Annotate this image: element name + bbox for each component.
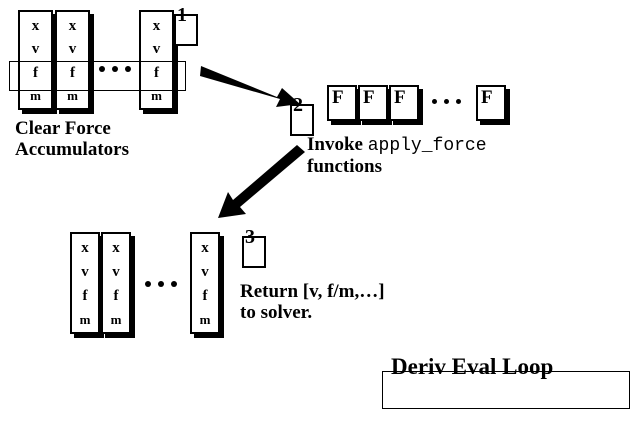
state-slot-x: x	[112, 240, 120, 257]
dot	[432, 99, 437, 104]
arrow-step1-to-step2	[200, 66, 300, 107]
force-box-3: F	[389, 85, 419, 121]
force-box-last: F	[476, 85, 506, 121]
state-box-top-3: x v f m	[139, 10, 174, 110]
caption-apply-force-code: apply_force	[367, 136, 487, 156]
state-slot-x: x	[68, 18, 77, 35]
dot	[99, 66, 105, 72]
force-box-1: F	[327, 85, 357, 121]
state-slot-m: m	[67, 87, 78, 103]
dot	[456, 99, 461, 104]
force-glyph: F	[481, 87, 493, 108]
dot	[125, 66, 131, 72]
state-slot-x: x	[81, 240, 89, 257]
state-box-bottom-1: x v f m	[70, 232, 100, 334]
step-callout-2: 2	[290, 95, 314, 136]
state-slot-f: f	[33, 64, 38, 81]
state-box-bottom-2: x v f m	[101, 232, 131, 334]
caption-return-to-solver: Return [v, f/m,…] to solver.	[240, 281, 385, 324]
caption-invoke-apply-force: Invoke apply_force functions	[307, 134, 597, 177]
state-slot-f: f	[70, 64, 75, 81]
ellipsis-forces	[432, 99, 461, 104]
state-box-top-2: x v f m	[55, 10, 90, 110]
diagram-title-box: Deriv Eval Loop	[382, 355, 630, 409]
state-slot-f: f	[113, 287, 119, 304]
force-glyph: F	[363, 87, 375, 108]
step-number-1: 1	[177, 4, 187, 26]
arrow-step2-to-step3	[218, 145, 305, 218]
state-slot-f: f	[202, 287, 208, 304]
force-glyph: F	[332, 87, 344, 108]
ellipsis-top	[99, 66, 131, 72]
state-slot-m: m	[151, 87, 162, 103]
state-slot-m: m	[79, 311, 91, 327]
force-box-2: F	[358, 85, 388, 121]
state-slot-f: f	[82, 287, 88, 304]
force-glyph: F	[394, 87, 406, 108]
state-slot-x: x	[31, 18, 40, 35]
step-number-2: 2	[293, 94, 303, 116]
step-callout-1: 1	[174, 5, 198, 46]
state-slot-x: x	[201, 240, 209, 257]
caption-clear-force-accumulators: Clear Force Accumulators	[15, 118, 129, 161]
state-slot-v: v	[152, 41, 161, 58]
state-box-bottom-3: x v f m	[190, 232, 220, 334]
caption-invoke-prefix: Invoke	[307, 134, 368, 155]
state-box-top-1: x v f m	[18, 10, 53, 110]
state-slot-x: x	[152, 18, 161, 35]
state-slot-v: v	[31, 41, 40, 58]
state-slot-v: v	[201, 264, 209, 281]
dot	[112, 66, 118, 72]
ellipsis-bottom	[145, 281, 177, 287]
page-title: Deriv Eval Loop	[391, 354, 554, 379]
caption-invoke-suffix: functions	[307, 156, 382, 178]
state-slot-v: v	[81, 264, 89, 281]
state-slot-v: v	[112, 264, 120, 281]
step-number-3: 3	[245, 226, 255, 248]
state-slot-m: m	[110, 311, 122, 327]
state-slot-m: m	[30, 87, 41, 103]
clear-force-band	[9, 61, 186, 91]
dot	[145, 281, 151, 287]
dot	[444, 99, 449, 104]
dot	[158, 281, 164, 287]
state-slot-f: f	[154, 64, 159, 81]
state-slot-m: m	[199, 311, 211, 327]
state-slot-v: v	[68, 41, 77, 58]
dot	[171, 281, 177, 287]
step-callout-3: 3	[242, 227, 266, 268]
